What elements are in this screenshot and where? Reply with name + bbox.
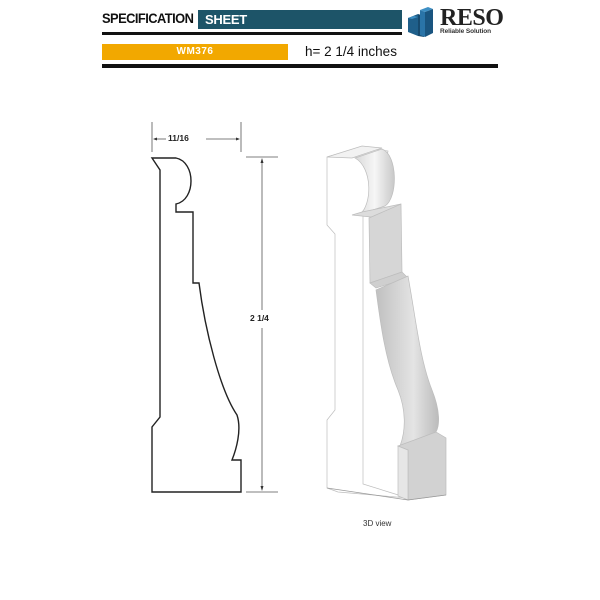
height-spec: h= 2 1/4 inches (305, 44, 397, 59)
height-dimension: 2 1/4 (250, 312, 269, 324)
width-dimension: 11/16 (168, 133, 189, 143)
3d-view-label: 3D view (363, 519, 392, 528)
section-divider (102, 64, 498, 68)
spec-title: SPECIFICATION (102, 10, 194, 26)
building-cube-icon (406, 6, 434, 43)
dimension-lines (151, 122, 278, 493)
sheet-banner: SHEET (198, 10, 402, 29)
3d-model (326, 145, 447, 501)
logo-name: RESO (440, 5, 504, 31)
profile-outline (150, 157, 242, 493)
model-number: WM376 (176, 46, 214, 57)
header-divider (102, 32, 402, 35)
model-banner: WM376 (102, 44, 288, 60)
logo-tagline: Reliable Solution (440, 28, 492, 35)
sheet-label: SHEET (205, 12, 247, 27)
